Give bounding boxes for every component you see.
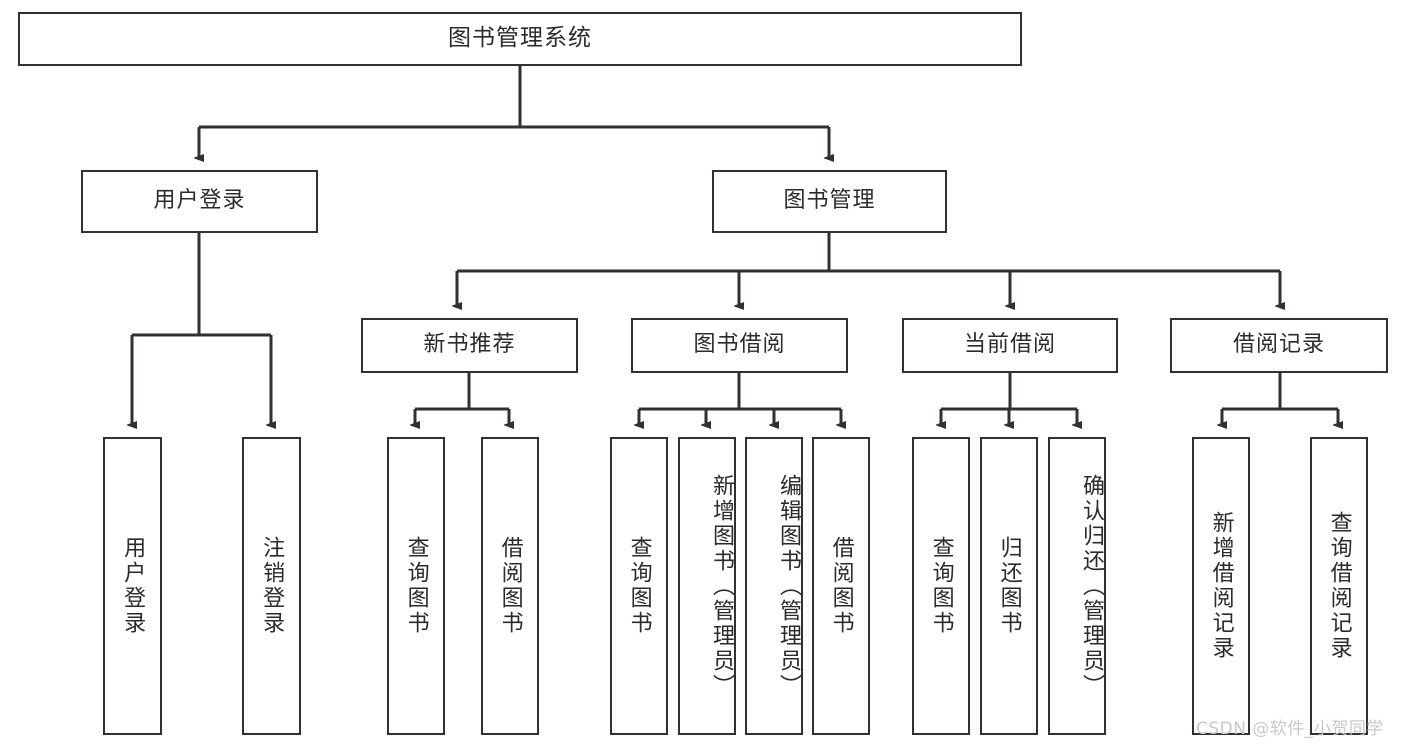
node-user-login[interactable]: 用户登录 <box>81 170 318 233</box>
node-root-system[interactable]: 图书管理系统 <box>18 12 1022 66</box>
leaf-query-borrow-record[interactable]: 查询借阅记录 <box>1310 437 1368 735</box>
node-book-management[interactable]: 图书管理 <box>712 170 947 233</box>
leaf-borrow-book-recommend[interactable]: 借阅图书 <box>481 437 539 735</box>
leaf-add-borrow-record[interactable]: 新增借阅记录 <box>1192 437 1250 735</box>
leaf-return-book[interactable]: 归还图书 <box>980 437 1038 735</box>
leaf-add-book-admin[interactable]: 新增图书（管理员） <box>678 437 736 735</box>
leaf-query-book-recommend[interactable]: 查询图书 <box>387 437 445 735</box>
node-current-borrow[interactable]: 当前借阅 <box>902 318 1118 373</box>
leaf-query-book-current[interactable]: 查询图书 <box>912 437 970 735</box>
csdn-watermark: CSDN @软件_小贺同学 <box>1196 719 1384 739</box>
node-new-book-recommend[interactable]: 新书推荐 <box>361 318 578 373</box>
leaf-user-login[interactable]: 用户登录 <box>103 437 162 735</box>
node-book-borrow[interactable]: 图书借阅 <box>631 318 848 373</box>
leaf-confirm-return-admin[interactable]: 确认归还（管理员） <box>1048 437 1106 735</box>
leaf-borrow-book[interactable]: 借阅图书 <box>812 437 870 735</box>
node-borrow-record[interactable]: 借阅记录 <box>1170 318 1388 373</box>
leaf-logout[interactable]: 注销登录 <box>242 437 301 735</box>
leaf-query-book-borrow[interactable]: 查询图书 <box>610 437 668 735</box>
leaf-edit-book-admin[interactable]: 编辑图书（管理员） <box>745 437 803 735</box>
